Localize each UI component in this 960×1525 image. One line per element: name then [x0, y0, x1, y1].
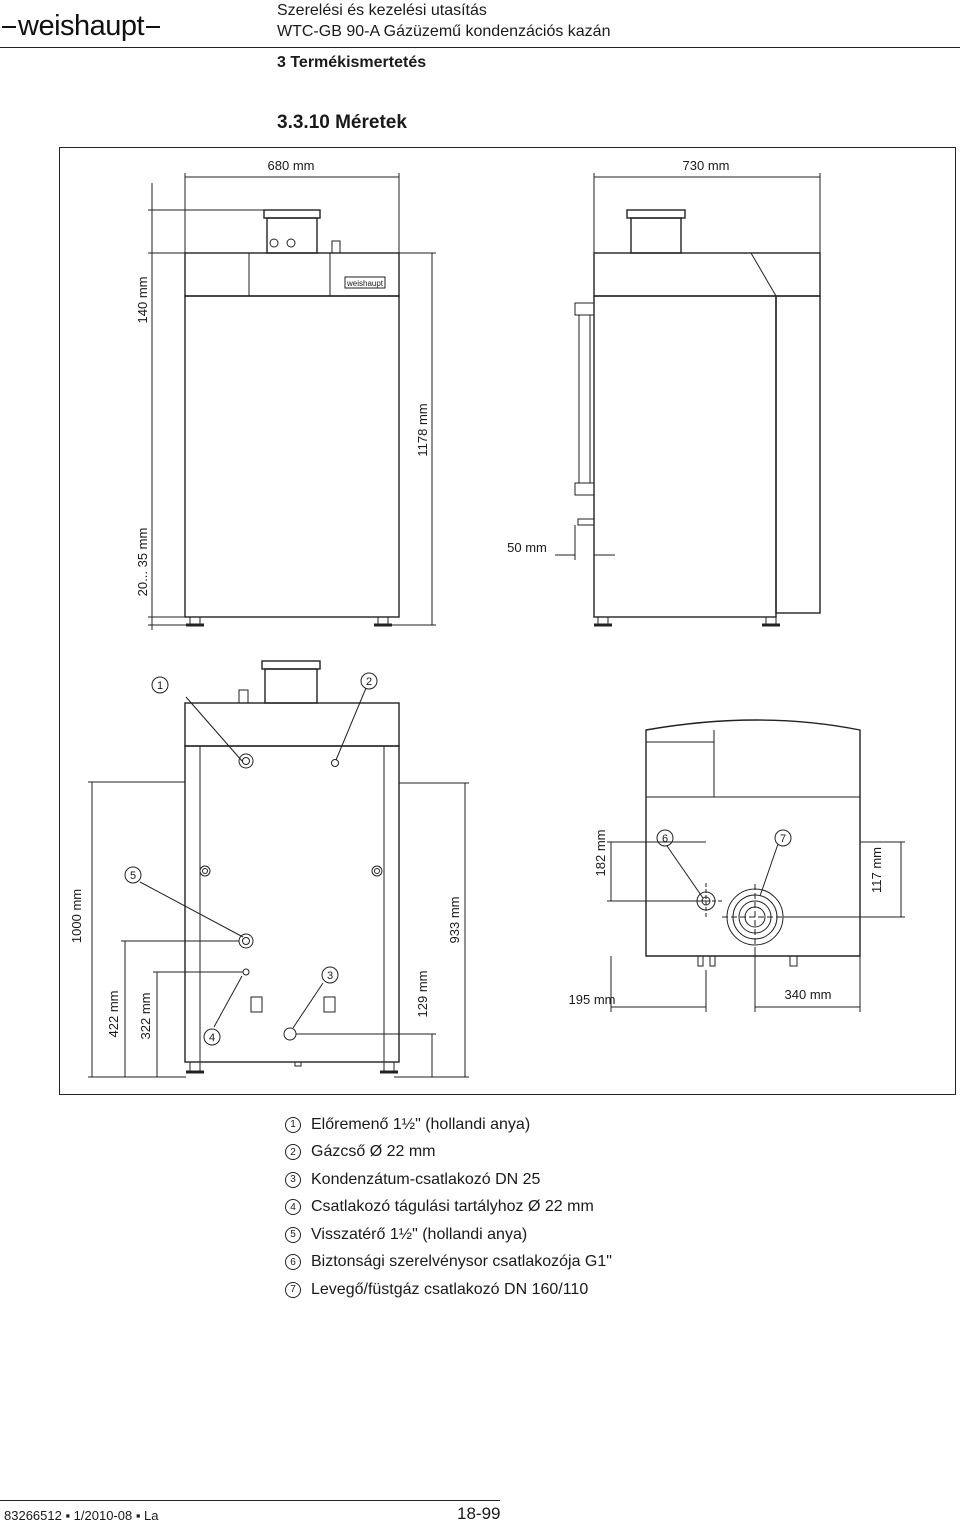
dim-680: 680 mm: [268, 158, 315, 173]
marker-5: 5: [124, 866, 142, 884]
legend-item: 4 Csatlakozó tágulási tartályhoz Ø 22 mm: [285, 1194, 612, 1222]
dim-195: 195 mm: [569, 992, 616, 1007]
marker-2: 2: [360, 672, 378, 690]
drawing-frame: [59, 147, 956, 1095]
svg-text:5: 5: [130, 870, 136, 882]
svg-text:1: 1: [157, 680, 163, 692]
dim-1178: 1178 mm: [415, 403, 430, 456]
dim-129: 129 mm: [415, 971, 430, 1018]
marker-7: 7: [774, 829, 792, 847]
page-number: 18-99: [457, 1504, 501, 1523]
legend-text: Biztonsági szerelvénysor csatlakozója G1…: [311, 1253, 612, 1271]
side-dim-lines: [555, 173, 821, 596]
top-view: [645, 719, 861, 967]
side-view: [574, 209, 821, 627]
legend-number: 4: [285, 1199, 301, 1216]
legend-number: 3: [285, 1171, 301, 1188]
legend-text: Csatlakozó tágulási tartályhoz Ø 22 mm: [311, 1198, 594, 1216]
legend-text: Visszatérő 1½" (hollandi anya): [311, 1225, 528, 1243]
legend-text: Kondenzátum-csatlakozó DN 25: [311, 1170, 541, 1188]
weishaupt-logo: weishaupt: [0, 10, 162, 43]
subsection-title: 3.3.10 Méretek: [277, 112, 407, 133]
dim-933: 933 mm: [447, 897, 462, 944]
legend-number: 7: [285, 1281, 301, 1298]
legend-item: 6 Biztonsági szerelvénysor csatlakozója G…: [285, 1249, 612, 1277]
top-dim-lines: [607, 841, 905, 1012]
dim-730: 730 mm: [683, 158, 730, 173]
dim-322: 322 mm: [138, 993, 153, 1040]
rear-view: [139, 660, 400, 1074]
legend-number: 2: [285, 1144, 301, 1161]
footer-doc-code: 83266512 ▪ 1/2010-08 ▪ La: [4, 1508, 159, 1523]
dim-1000: 1000 mm: [69, 889, 84, 943]
svg-text:2: 2: [366, 676, 372, 688]
legend: 1 Előremenő 1½" (hollandi anya) 2 Gázcső Ø…: [285, 1111, 612, 1304]
front-dim-lines: [148, 173, 436, 630]
rear-dim-lines: [88, 781, 469, 1078]
legend-number: 1: [285, 1116, 301, 1133]
legend-text: Gázcső Ø 22 mm: [311, 1143, 436, 1161]
dim-20-35: 20... 35 mm: [135, 528, 150, 597]
dim-340: 340 mm: [785, 987, 832, 1002]
section-title: 3 Termékismertetés: [277, 54, 427, 71]
dim-50: 50 mm: [507, 540, 547, 555]
dim-182: 182 mm: [593, 830, 608, 877]
legend-item: 5 Visszatérő 1½" (hollandi anya): [285, 1221, 612, 1249]
svg-text:3: 3: [327, 970, 333, 982]
svg-text:4: 4: [209, 1032, 215, 1044]
marker-1: 1: [151, 676, 169, 694]
front-view: [184, 209, 400, 627]
legend-item: 1 Előremenő 1½" (hollandi anya): [285, 1111, 612, 1139]
header-title: Szerelési és kezelési utasítás: [277, 2, 487, 19]
svg-text:6: 6: [662, 833, 668, 845]
legend-number: 5: [285, 1226, 301, 1243]
legend-text: Előremenő 1½" (hollandi anya): [311, 1115, 531, 1133]
dim-117: 117 mm: [869, 847, 884, 893]
legend-item: 3 Kondenzátum-csatlakozó DN 25: [285, 1166, 612, 1194]
svg-text:7: 7: [780, 833, 786, 845]
header-divider: [0, 47, 960, 48]
marker-3: 3: [321, 966, 339, 984]
legend-text: Levegő/füstgáz csatlakozó DN 160/110: [311, 1280, 589, 1298]
front-brand-badge: weishaupt: [346, 279, 384, 288]
legend-item: 2 Gázcső Ø 22 mm: [285, 1139, 612, 1167]
header-subtitle: WTC-GB 90-A Gázüzemű kondenzációs kazán: [277, 23, 611, 40]
marker-6: 6: [656, 829, 674, 847]
legend-number: 6: [285, 1254, 301, 1271]
dim-422: 422 mm: [106, 991, 121, 1038]
marker-4: 4: [203, 1028, 221, 1046]
footer-divider: [0, 1500, 500, 1501]
dimension-drawing: weishaupt 680 mm 140 mm 1178 mm 20... 35…: [69, 158, 905, 1078]
legend-item: 7 Levegő/füstgáz csatlakozó DN 160/110: [285, 1276, 612, 1304]
dim-140: 140 mm: [135, 277, 150, 324]
